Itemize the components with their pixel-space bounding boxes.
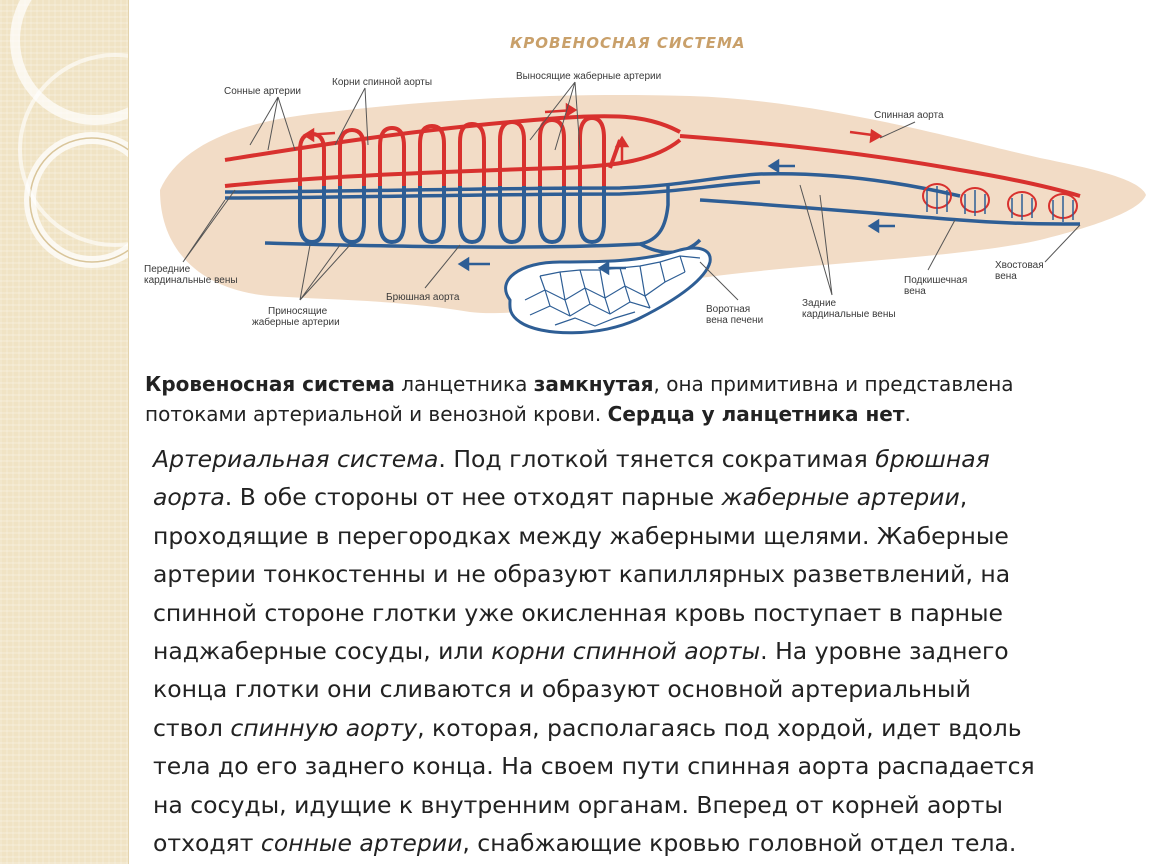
label-portal-2: вена печени xyxy=(706,315,764,326)
label-anterior-cardinal-2: кардинальные вены xyxy=(144,275,238,286)
veins xyxy=(224,172,1081,255)
label-posterior-cardinal-2: кардинальные вены xyxy=(802,309,896,320)
body-line: отходят сонные артерии, снабжающие кровь… xyxy=(153,824,1113,862)
body-line: конца глотки они сливаются и образуют ос… xyxy=(153,675,971,704)
lancelet-body xyxy=(160,94,1146,314)
subintestinal xyxy=(699,198,1081,226)
text: , снабжающие кровью головной отдел тела. xyxy=(462,829,1017,858)
intro-line-1: Кровеносная система ланцетника замкнутая… xyxy=(145,369,1140,399)
label-caudal-1: Хвостовая xyxy=(995,260,1044,271)
term: Артериальная система xyxy=(153,445,439,473)
text: . В обе стороны от нее отходят парные xyxy=(224,483,722,512)
term: брюшная xyxy=(875,445,990,473)
body-line: артерии тонкостенны и не образуют капилл… xyxy=(153,560,1011,589)
afferent-gill-arteries xyxy=(298,186,606,245)
body-line: проходящие в перегородках между жаберным… xyxy=(153,521,1009,550)
term: спинную аорту xyxy=(230,713,418,742)
intro-text: потоками артериальной и венозной крови. xyxy=(145,402,608,426)
body-line: Артериальная система. Под глоткой тянетс… xyxy=(153,440,1113,478)
text: ствол xyxy=(153,713,231,742)
intro-text: , она примитивна и представлена xyxy=(653,372,1014,396)
term: жаберные артерии xyxy=(721,483,960,512)
body-line: аорта. В обе стороны от нее отходят парн… xyxy=(153,478,1113,516)
diagram-title: КРОВЕНОСНАЯ СИСТЕМА xyxy=(510,34,746,52)
term: аорта xyxy=(153,483,225,512)
text: наджаберные сосуды, или xyxy=(153,637,492,666)
body-line: на сосуды, идущие к внутренним органам. … xyxy=(153,790,1003,819)
label-subintestinal-2: вена xyxy=(904,286,926,297)
label-leaders xyxy=(182,81,1081,301)
label-afferent-2: жаберные артерии xyxy=(252,317,340,328)
carotid-upper xyxy=(224,114,681,162)
intro-line-2: потоками артериальной и венозной крови. … xyxy=(145,399,1140,429)
label-subintestinal-1: Подкишечная xyxy=(904,275,968,286)
term: сонные артерии xyxy=(260,829,463,858)
decorative-side-strip xyxy=(0,0,129,864)
label-dorsal-aorta: Спинная аорта xyxy=(874,110,944,121)
label-caudal-2: вена xyxy=(995,271,1017,282)
body-line: спинной стороне глотки уже окисленная кр… xyxy=(153,598,1004,627)
label-ventral-aorta: Брюшная аорта xyxy=(386,292,460,303)
arteries xyxy=(224,114,1081,198)
label-efferent-arteries: Выносящие жаберные артерии xyxy=(516,71,662,82)
intro-text: ланцетника xyxy=(394,372,534,396)
text: отходят xyxy=(153,829,261,858)
text: . Под глоткой тянется сократимая xyxy=(438,445,876,473)
intro-term: Кровеносная система xyxy=(145,372,395,396)
text: , xyxy=(959,483,968,512)
decorative-circles xyxy=(10,0,128,268)
flow-arrows xyxy=(302,102,895,276)
label-anterior-cardinal-1: Передние xyxy=(144,264,191,275)
label-carotid: Сонные артерии xyxy=(224,86,302,97)
text: , которая, располагаясь под хордой, идет… xyxy=(417,713,1022,742)
intro-term: Сердца у ланцетника нет xyxy=(607,402,905,426)
carotid-lower xyxy=(224,138,682,188)
label-afferent-1: Приносящие xyxy=(268,306,328,317)
anterior-cardinal xyxy=(224,172,961,198)
circulatory-diagram xyxy=(160,81,1146,335)
body-line: тела до его заднего конца. На своем пути… xyxy=(153,752,1035,781)
label-posterior-cardinal-1: Задние xyxy=(802,298,837,309)
dorsal-aorta xyxy=(679,134,1081,198)
body-line: наджаберные сосуды, или корни спинной ао… xyxy=(153,632,1113,670)
liver-capillary-network xyxy=(504,246,712,335)
ventral-aorta xyxy=(264,185,670,249)
term: корни спинной аорты xyxy=(491,637,761,666)
intro-paragraph: Кровеносная система ланцетника замкнутая… xyxy=(145,369,1140,429)
intro-term: замкнутая xyxy=(533,372,654,396)
body-line: ствол спинную аорту, которая, располагая… xyxy=(153,709,1113,747)
label-aorta-roots: Корни спинной аорты xyxy=(332,77,433,88)
label-portal-1: Воротная xyxy=(706,304,751,315)
anterior-cardinal-2 xyxy=(224,180,761,200)
intro-text: . xyxy=(904,402,911,426)
body-paragraph: Артериальная система. Под глоткой тянетс… xyxy=(153,440,1113,862)
text: . На уровне заднего xyxy=(760,637,1009,666)
